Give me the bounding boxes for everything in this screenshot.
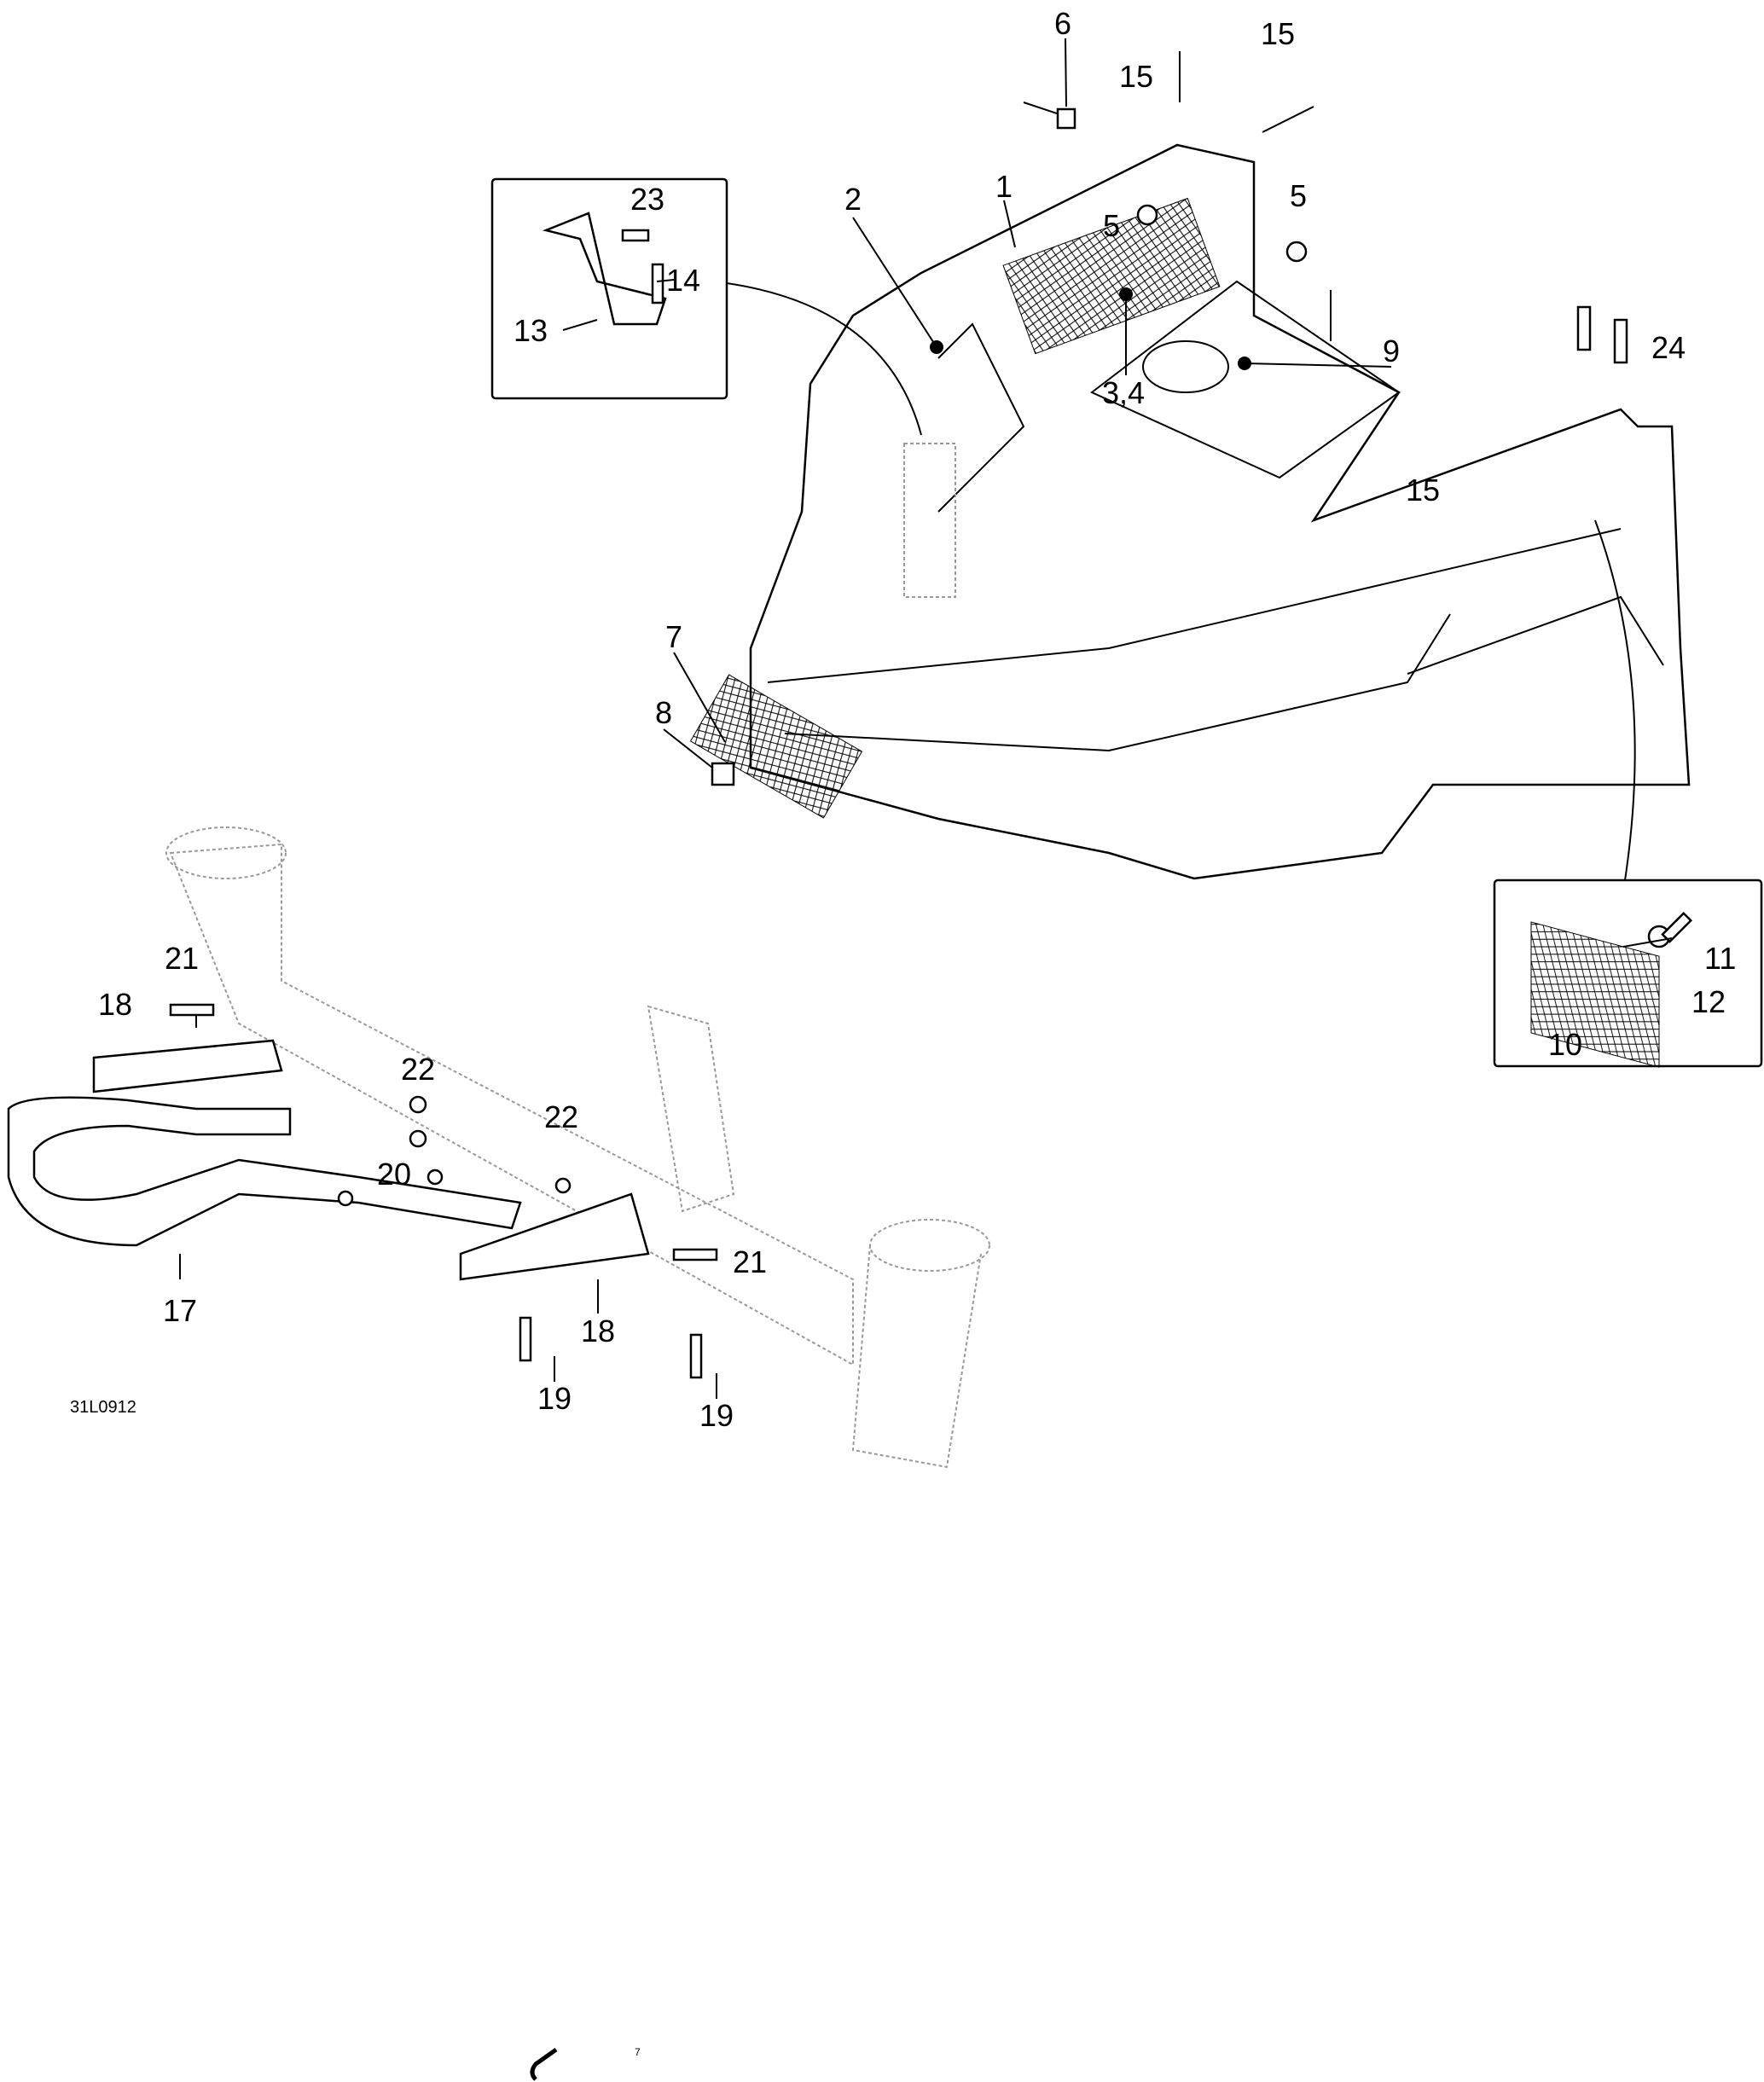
callout-7: 7 bbox=[665, 619, 682, 654]
callout-12: 12 bbox=[1691, 984, 1726, 1019]
bumper-assembly bbox=[7, 826, 990, 1469]
callout-20: 20 bbox=[377, 1157, 411, 1192]
callout-15: 15 bbox=[1119, 59, 1153, 94]
footer-mark: 7 bbox=[635, 2046, 641, 2058]
callout-21: 21 bbox=[165, 941, 199, 976]
hood-assembly bbox=[689, 143, 1691, 880]
drawing-code: 31L0912 bbox=[70, 1398, 136, 1417]
callout-15: 15 bbox=[1261, 16, 1295, 51]
callout-18: 18 bbox=[98, 987, 132, 1022]
stray-mark bbox=[530, 2047, 558, 2081]
callout-6: 6 bbox=[1054, 6, 1071, 41]
callout-23: 23 bbox=[630, 182, 664, 217]
inset-reflector bbox=[1493, 519, 1763, 1068]
callouts: 6 15 15 15 1 2 5 5 23 14 13 3,4 9 24 7 8… bbox=[70, 6, 1736, 1433]
callout-15: 15 bbox=[1406, 473, 1440, 507]
callout-10: 10 bbox=[1548, 1027, 1582, 1062]
callout-5: 5 bbox=[1103, 208, 1120, 243]
callout-3-4: 3,4 bbox=[1102, 375, 1145, 410]
callout-19: 19 bbox=[699, 1398, 734, 1433]
leader-arrow-inset bbox=[726, 282, 922, 436]
callout-17: 17 bbox=[163, 1293, 197, 1328]
callout-22: 22 bbox=[544, 1099, 578, 1134]
callout-2: 2 bbox=[844, 182, 862, 217]
leader-lines bbox=[179, 38, 1673, 1399]
callout-22: 22 bbox=[401, 1052, 435, 1087]
callout-14: 14 bbox=[666, 263, 700, 298]
callout-21: 21 bbox=[733, 1244, 767, 1279]
callout-8: 8 bbox=[655, 695, 672, 730]
callout-9: 9 bbox=[1383, 333, 1400, 368]
callout-19: 19 bbox=[537, 1381, 572, 1416]
callout-18: 18 bbox=[581, 1314, 615, 1348]
fasteners bbox=[711, 51, 1628, 786]
callout-11: 11 bbox=[1704, 941, 1736, 976]
inset-bracket bbox=[490, 177, 922, 436]
leader-arrow-reflector bbox=[1594, 519, 1636, 881]
callout-1: 1 bbox=[995, 169, 1013, 204]
callout-5: 5 bbox=[1290, 178, 1307, 213]
callout-24: 24 bbox=[1651, 330, 1686, 365]
callout-13: 13 bbox=[514, 313, 548, 348]
